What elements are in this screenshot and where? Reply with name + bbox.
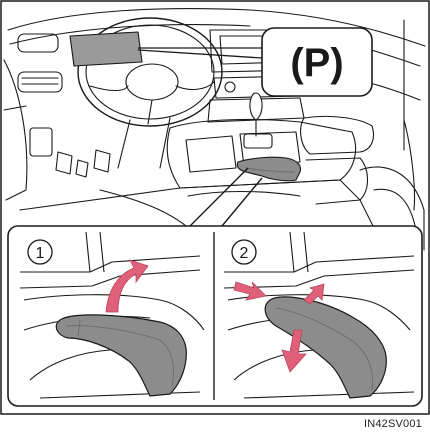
- parking-brake-symbol: (P): [290, 41, 343, 85]
- figure-code: IN42SV001: [364, 418, 422, 430]
- step-2-number: 2: [240, 245, 249, 262]
- step-1-number: 1: [36, 245, 45, 262]
